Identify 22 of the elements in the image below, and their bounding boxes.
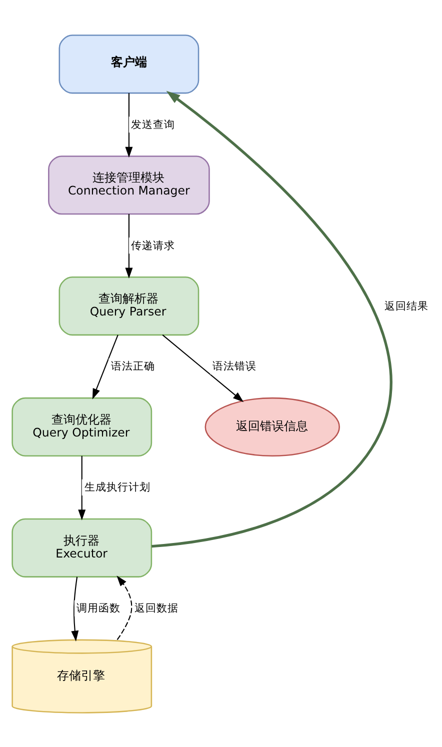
edge-label: 返回结果 [384, 298, 429, 312]
arrow [162, 334, 244, 402]
edge-label: 生成执行计划 [84, 480, 151, 494]
edge-label: 传递请求 [131, 238, 176, 252]
node-box: 客户端 [58, 34, 200, 94]
arrow [125, 214, 133, 278]
edge-label: 返回数据 [134, 601, 178, 614]
node-box: 查询解析器 Query Parser [58, 276, 200, 336]
node-box: 查询优化器 Query Optimizer [12, 396, 152, 456]
arrow [78, 455, 86, 520]
arrow [152, 90, 392, 548]
edge-label: 语法错误 [212, 359, 256, 372]
arrow [116, 575, 132, 640]
edge-label: 语法正确 [110, 359, 155, 372]
edge-label: 发送查询 [131, 117, 176, 130]
arrow [125, 92, 133, 158]
arrow [71, 576, 79, 641]
node-ellipse: 返回错误信息 [204, 396, 340, 456]
arrow [92, 334, 118, 399]
node-box: 执行器 Executor [12, 518, 152, 577]
node-box: 连接管理模块 Connection Manager [48, 155, 210, 214]
edge-label: 调用函数 [76, 601, 121, 614]
